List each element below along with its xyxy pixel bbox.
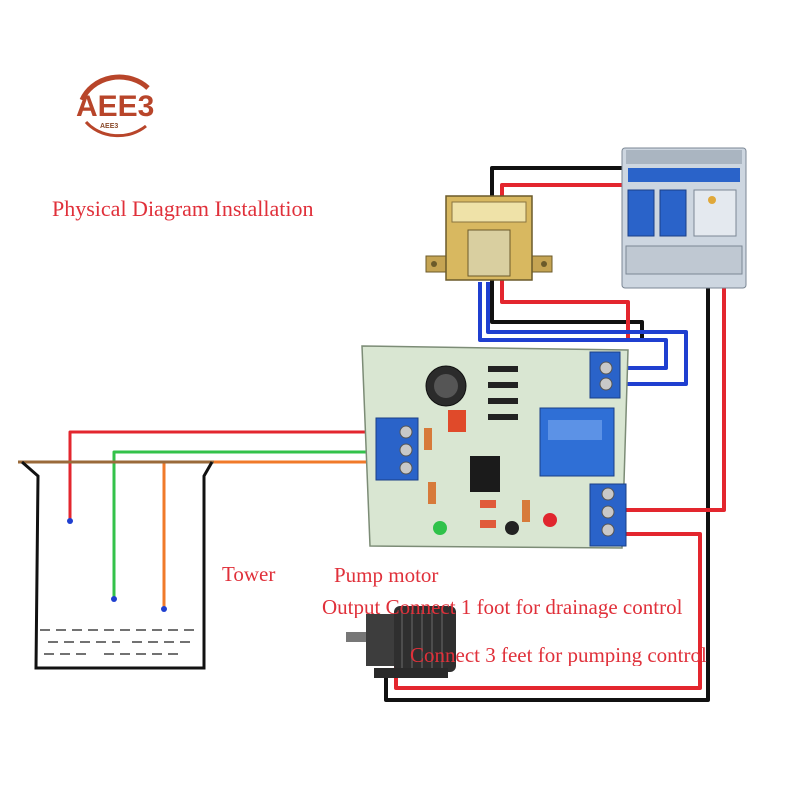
input-screw-1 xyxy=(399,425,413,439)
board-relay xyxy=(539,407,615,477)
board-diode-3 xyxy=(488,398,518,404)
wire-black-mains-top xyxy=(490,166,644,342)
wire-black-motor xyxy=(384,268,710,702)
probe-tip-2 xyxy=(111,596,117,602)
board-ic-chip xyxy=(470,456,500,492)
logo-arc-top xyxy=(79,74,150,102)
board-resistor-5 xyxy=(428,482,436,504)
tank-water-surface xyxy=(40,629,200,655)
transformer-coil xyxy=(467,229,511,277)
pump-motor xyxy=(346,606,456,678)
wire-red-probe xyxy=(68,430,394,520)
board-led-green xyxy=(433,521,447,535)
wire-blue-secondary-1 xyxy=(478,282,668,370)
logo-subtext: AEE3 xyxy=(100,123,118,130)
motor-body xyxy=(394,606,456,672)
wire-red-motor xyxy=(394,532,702,690)
probe-tip-1 xyxy=(67,518,73,524)
board-resistor-1 xyxy=(424,428,432,450)
brand-logo: AEE3 AEE3 xyxy=(76,74,154,138)
water-tower xyxy=(18,460,214,670)
board-diode-2 xyxy=(488,382,518,388)
board-relay-label xyxy=(548,420,602,440)
output-drainage-label: Output Connect 1 foot for drainage contr… xyxy=(322,597,683,618)
pump-motor-label: Pump motor xyxy=(334,563,439,587)
board-power-terminal xyxy=(589,351,621,399)
transformer-label-plate xyxy=(451,201,527,223)
board-resistor-6 xyxy=(522,500,530,522)
wire-green-probe xyxy=(112,450,394,598)
input-screw-2 xyxy=(399,443,413,457)
motor-front-cap xyxy=(366,614,396,666)
breaker-test-button xyxy=(708,196,716,204)
wire-red-mains-top xyxy=(500,183,640,340)
motor-base xyxy=(374,668,448,678)
power-screw-1 xyxy=(599,361,613,375)
wire-red-board-out xyxy=(620,268,726,512)
tank-outline xyxy=(21,460,214,670)
breaker-bottom-terminals xyxy=(625,245,743,275)
breaker-rcd-module xyxy=(693,189,737,237)
input-screw-3 xyxy=(399,461,413,475)
circuit-breaker xyxy=(621,147,747,289)
output-screw-3 xyxy=(601,523,615,537)
wire-blue-secondary-2 xyxy=(486,282,688,386)
board-transistor xyxy=(505,521,519,535)
motor-shaft xyxy=(346,632,368,642)
breaker-label-strip xyxy=(628,168,740,182)
board-resistor-4 xyxy=(480,520,496,528)
breaker-switch-2 xyxy=(659,189,687,237)
logo-arc-bottom xyxy=(84,120,147,138)
transformer xyxy=(425,195,553,281)
transformer-screw-left xyxy=(431,261,437,267)
diagram-title: Physical Diagram Installation xyxy=(52,196,314,221)
output-screw-2 xyxy=(601,505,615,519)
probe-tip-3 xyxy=(161,606,167,612)
board-diode-1 xyxy=(488,366,518,372)
control-board xyxy=(361,345,629,549)
breaker-top-terminals xyxy=(626,150,742,164)
tower-label: Tower xyxy=(222,562,276,586)
board-led-red xyxy=(543,513,557,527)
power-screw-2 xyxy=(599,377,613,391)
breaker-switch-1 xyxy=(627,189,655,237)
board-resistor-3 xyxy=(480,500,496,508)
motor-cooling-fins xyxy=(401,610,443,668)
board-capacitor-top xyxy=(434,374,458,398)
board-diode-4 xyxy=(488,414,518,420)
pumping-control-label: Connect 3 feet for pumping control xyxy=(410,645,707,666)
logo-mark: AEE3 xyxy=(76,90,154,123)
transformer-screw-right xyxy=(541,261,547,267)
wiring xyxy=(68,166,726,702)
board-resistor-2 xyxy=(448,410,466,432)
output-screw-1 xyxy=(601,487,615,501)
